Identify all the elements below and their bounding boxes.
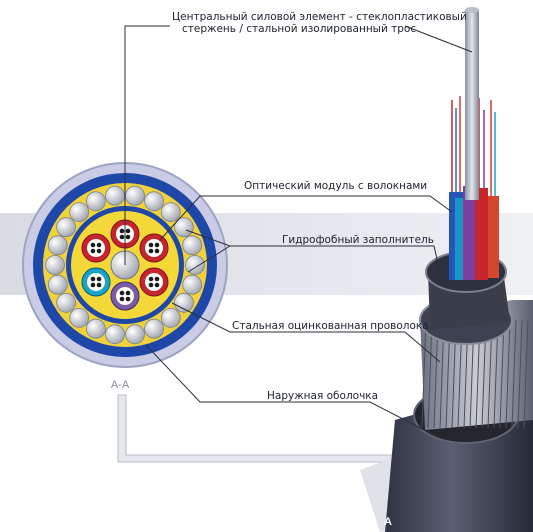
armour-wire-stripe (523, 319, 529, 429)
armour-wire-stripe (511, 319, 517, 429)
steel-wire-strand (45, 255, 65, 275)
steel-wire-strand (47, 274, 68, 295)
steel-wire-strand (173, 292, 194, 313)
leader-lines (124, 25, 473, 437)
steel-wire-strand (144, 318, 165, 339)
steel-wire-strand (173, 217, 194, 238)
label-central-strength-member-line2: стержень / стальной изолированный трос (182, 23, 416, 35)
steel-wire-strand (86, 191, 106, 212)
steel-wire-strand (69, 307, 90, 328)
armour-wire-stripe (427, 319, 433, 429)
steel-wire-strand (182, 274, 203, 295)
steel-wire-strand (125, 324, 145, 345)
steel-wire-strand (160, 202, 181, 223)
armour-wire-stripe (499, 319, 505, 429)
section-label-aa: А-А (111, 379, 130, 391)
steel-wire-strand (47, 235, 68, 256)
steel-wire-strand (86, 318, 106, 339)
armour-wire-stripe (517, 319, 523, 429)
steel-wire-strand (160, 307, 181, 328)
steel-wire-strand (105, 185, 125, 206)
armour-wire-stripe (421, 319, 427, 429)
steel-wire-strand (125, 185, 145, 206)
section-marker-a: А (384, 516, 392, 528)
steel-wire-strand (105, 324, 125, 345)
cable-3d-view (385, 7, 533, 532)
steel-wire-strand (182, 235, 203, 256)
steel-wire-strand (56, 217, 76, 238)
steel-wire-strand (69, 202, 90, 223)
label-steel-wire: Стальная оцинкованная проволока (232, 320, 429, 332)
label-central-strength-member-line1: Центральный силовой элемент - стеклоплас… (172, 11, 467, 23)
label-water-blocking-gel: Гидрофобный заполнитель (282, 234, 434, 246)
armour-wire-stripe (505, 319, 511, 429)
steel-wire-strand (185, 255, 205, 275)
steel-wire-strand (144, 191, 165, 212)
section-plane-line (117, 394, 409, 463)
steel-wire-strand (56, 292, 76, 313)
label-optical-module: Оптический модуль с волокнами (244, 180, 427, 192)
label-outer-sheath: Наружная оболочка (267, 390, 378, 402)
steel-wire-cross-section (45, 185, 205, 345)
